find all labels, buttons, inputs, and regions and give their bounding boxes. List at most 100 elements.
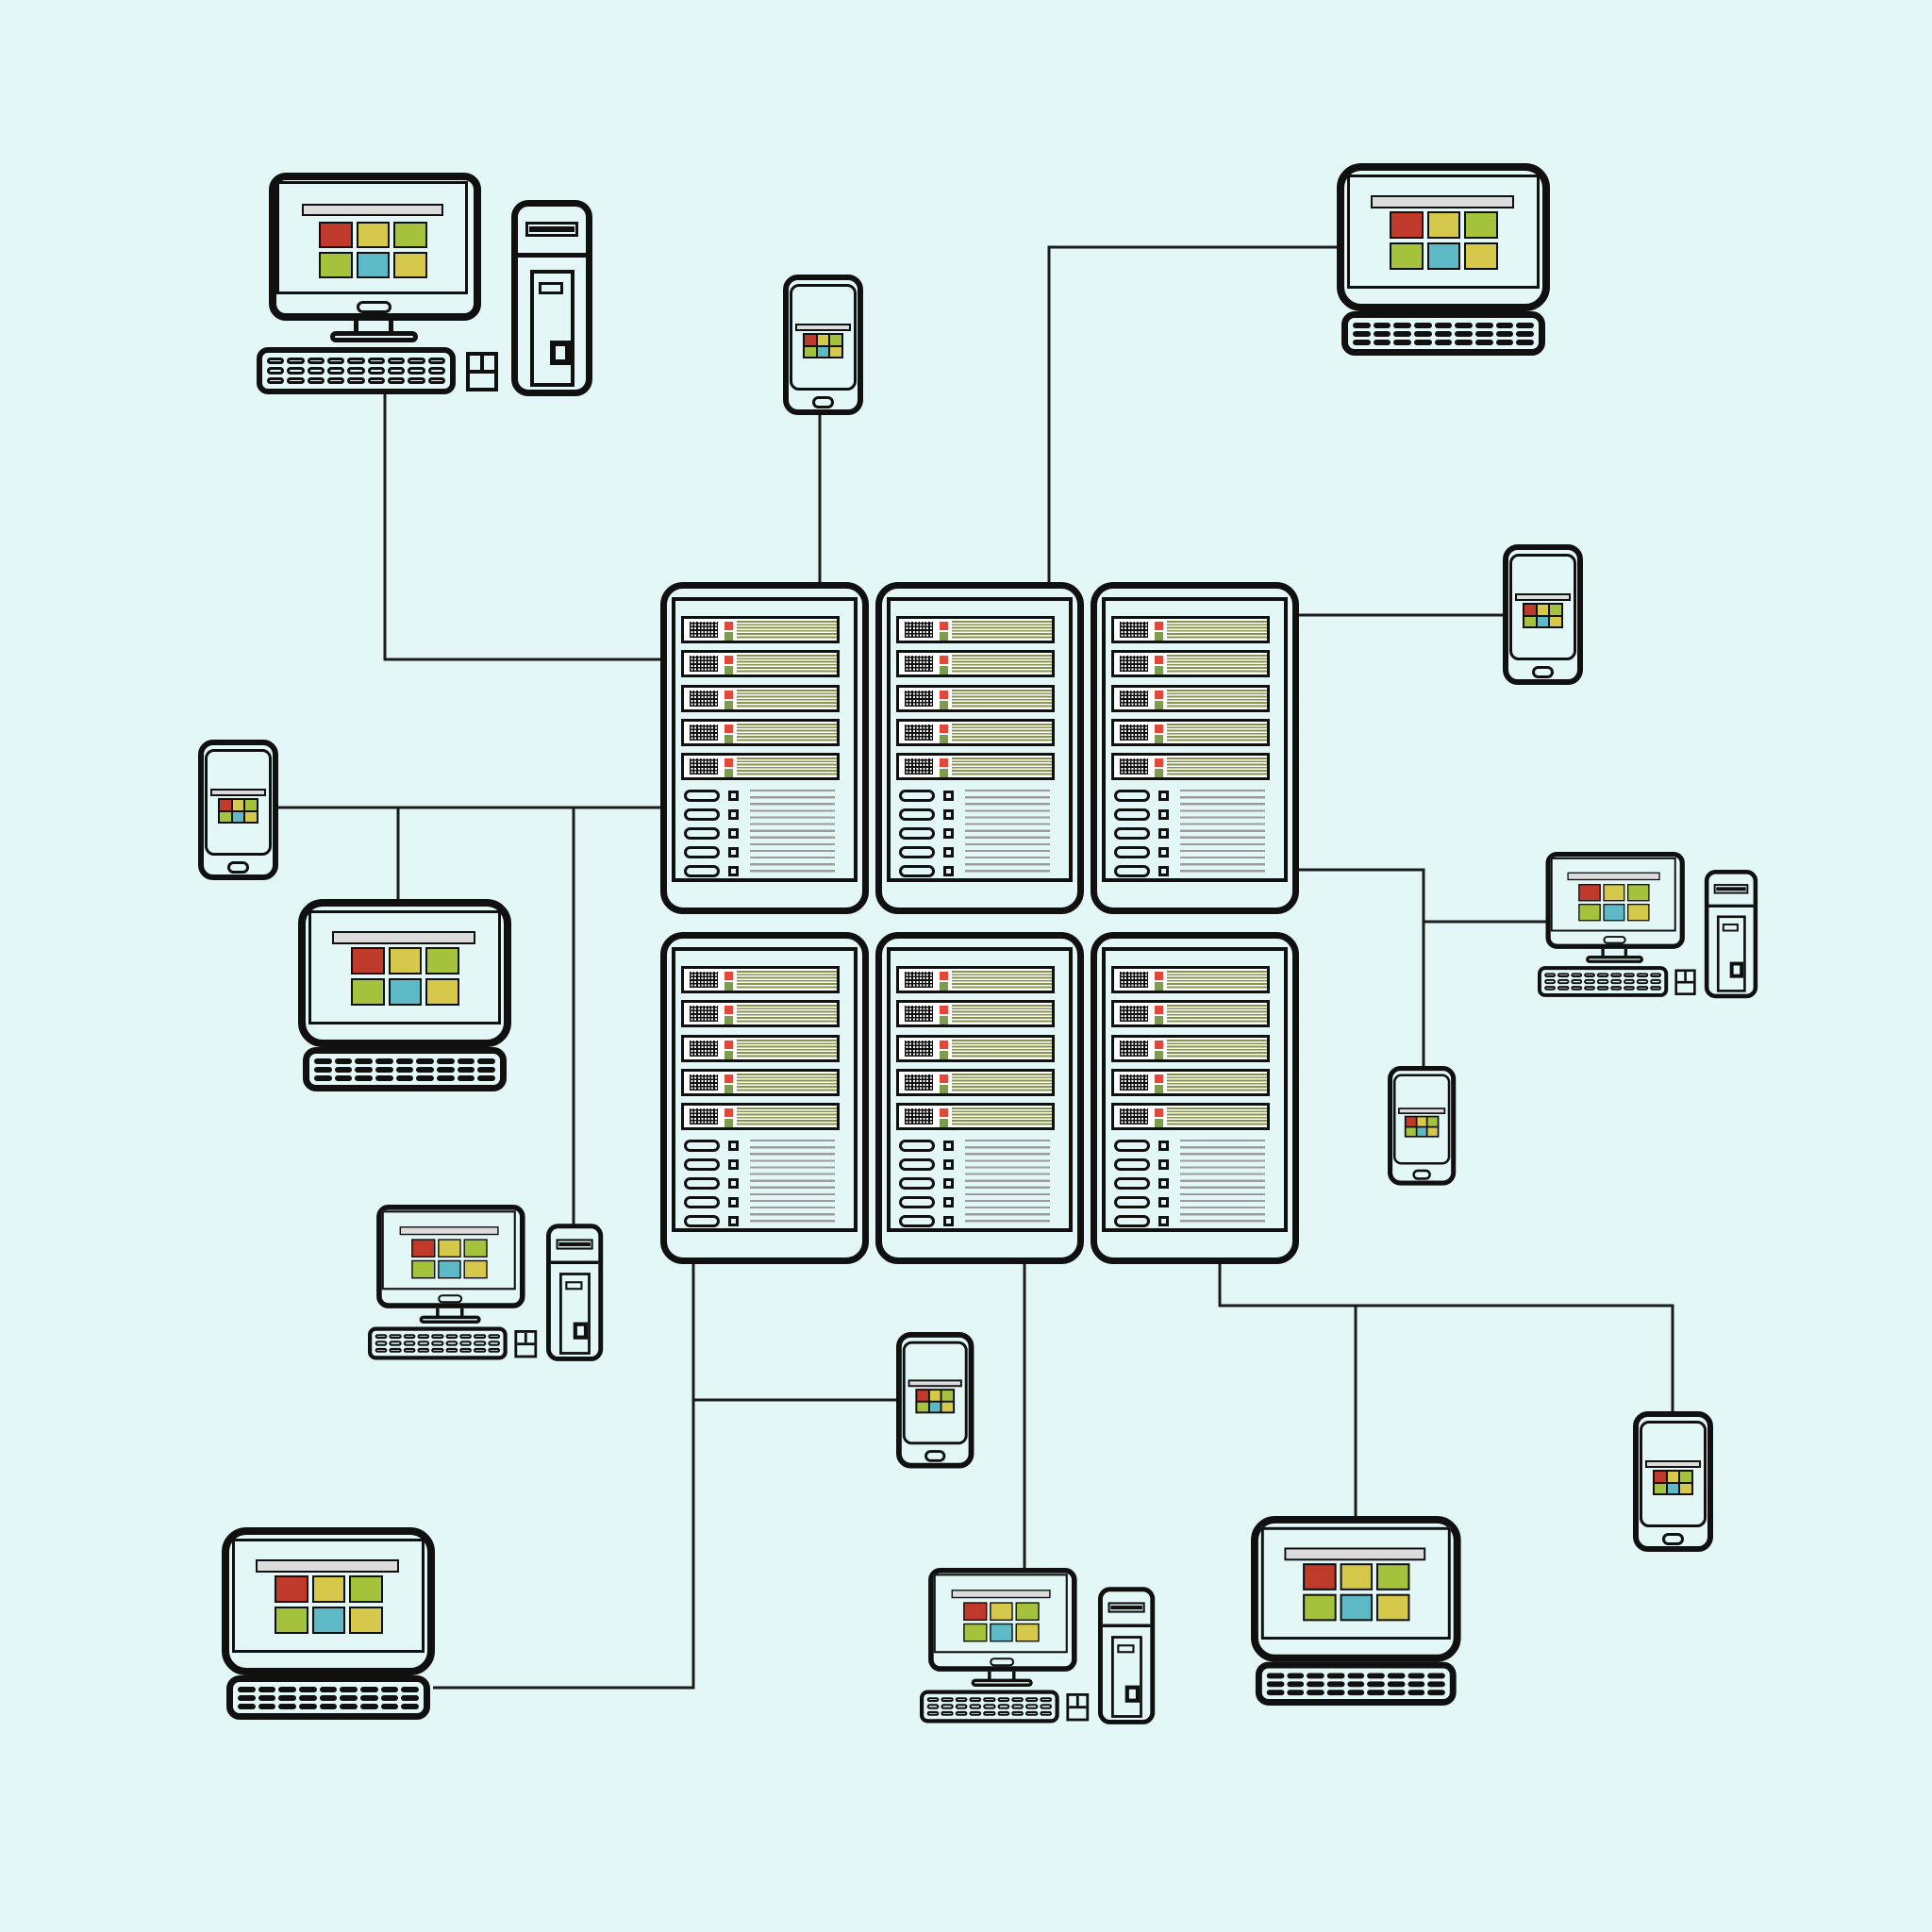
keyboard-key bbox=[367, 367, 385, 375]
keyboard-key bbox=[388, 358, 406, 365]
rack-indicator-circle bbox=[943, 828, 954, 839]
rack-button bbox=[899, 1196, 935, 1208]
server-vent-grid bbox=[690, 1074, 718, 1091]
keyboard-key bbox=[983, 1710, 996, 1716]
tile-green bbox=[1376, 1563, 1410, 1591]
tile-green bbox=[1303, 1593, 1337, 1622]
server-vent-grid bbox=[690, 1108, 718, 1125]
server-stripe-lines bbox=[737, 971, 837, 990]
rack-log-lines bbox=[1180, 1140, 1265, 1226]
rack-indicator-circle bbox=[728, 1197, 739, 1208]
keyboard-key bbox=[375, 1341, 388, 1346]
tile-red bbox=[1578, 884, 1601, 902]
tile-red bbox=[1303, 1563, 1337, 1591]
computer-tower-icon bbox=[546, 1224, 604, 1361]
keyboard-key bbox=[1011, 1710, 1024, 1716]
rack-button bbox=[899, 808, 935, 821]
keyboard-key bbox=[955, 1697, 968, 1703]
mouse-split-vertical bbox=[480, 356, 484, 370]
panel-button bbox=[1722, 923, 1739, 932]
keyboard-key bbox=[1407, 1681, 1425, 1688]
keyboard-key bbox=[1307, 1673, 1324, 1679]
rack-indicator-circle bbox=[1158, 1216, 1169, 1226]
keyboard-key bbox=[445, 1334, 458, 1340]
led-red bbox=[724, 724, 733, 733]
keyboard-key bbox=[367, 376, 385, 384]
led-red bbox=[1155, 1006, 1163, 1015]
tile-yellow bbox=[437, 1239, 461, 1257]
keyboard-key bbox=[278, 1687, 296, 1692]
led-red bbox=[940, 656, 948, 665]
tower-front-panel bbox=[1716, 915, 1747, 992]
server-vent-grid bbox=[905, 622, 933, 638]
tile-yellow bbox=[1667, 1472, 1679, 1482]
tile-yellow bbox=[830, 346, 841, 357]
keyboard-key bbox=[1326, 1673, 1345, 1679]
tile-yellow bbox=[388, 947, 423, 974]
server-stripe-lines bbox=[952, 1005, 1052, 1024]
keyboard-key bbox=[1474, 323, 1493, 328]
server-stripe-lines bbox=[737, 1073, 837, 1092]
keyboard-key bbox=[474, 1334, 487, 1340]
led-green bbox=[1155, 1050, 1163, 1059]
keyboard-key bbox=[1544, 985, 1557, 991]
keyboard-key bbox=[287, 358, 305, 365]
mouse-icon bbox=[1674, 969, 1696, 995]
tile-yellow bbox=[1340, 1563, 1374, 1591]
server-stripe-lines bbox=[1167, 1039, 1267, 1058]
keyboard-key bbox=[258, 1695, 276, 1701]
connection-line-server-rack-4-to-laptop-3 bbox=[433, 1261, 695, 1690]
keyboard-key bbox=[359, 1687, 378, 1692]
app-grid-header bbox=[1515, 593, 1571, 601]
keyboard-key bbox=[1407, 1673, 1425, 1679]
tile-yellow bbox=[989, 1602, 1013, 1621]
keyboard-key bbox=[1516, 331, 1534, 337]
keyboard-key bbox=[1434, 331, 1453, 337]
server-unit bbox=[896, 616, 1055, 643]
keyboard-key bbox=[1307, 1681, 1324, 1688]
led-green bbox=[940, 1084, 948, 1093]
keyboard-key bbox=[408, 376, 425, 384]
keyboard-key bbox=[1367, 1690, 1385, 1696]
tile-yellow bbox=[1427, 1127, 1438, 1136]
led-green bbox=[1155, 700, 1163, 709]
server-stripe-lines bbox=[952, 1108, 1052, 1127]
tile-green bbox=[1464, 211, 1498, 239]
rack-button bbox=[1114, 865, 1150, 877]
server-vent-grid bbox=[1120, 690, 1148, 707]
rack-log-lines bbox=[750, 790, 835, 876]
keyboard-key bbox=[314, 1058, 332, 1064]
phone-home-button bbox=[1532, 666, 1554, 678]
led-red bbox=[940, 724, 948, 733]
server-unit bbox=[896, 1000, 1055, 1028]
led-green bbox=[724, 734, 733, 743]
keyboard-key bbox=[307, 358, 325, 365]
connection-line-desktop-computer-1-to-server-rack-1 bbox=[383, 394, 663, 661]
server-stripe-lines bbox=[737, 1108, 837, 1127]
keyboard-key bbox=[1624, 979, 1636, 984]
keyboard-key bbox=[1413, 340, 1432, 345]
led-red bbox=[1155, 1074, 1163, 1083]
keyboard-key bbox=[1637, 979, 1649, 984]
keyboard-icon bbox=[368, 1326, 508, 1360]
led-green bbox=[1155, 1119, 1163, 1128]
panel-button bbox=[538, 281, 563, 294]
keyboard-key bbox=[1516, 323, 1534, 328]
monitor-stand-right bbox=[460, 1307, 464, 1317]
led-red bbox=[940, 1074, 948, 1083]
keyboard-key bbox=[1516, 340, 1534, 345]
server-vent-grid bbox=[690, 758, 718, 775]
screen-header-bar bbox=[951, 1590, 1051, 1599]
keyboard-key bbox=[258, 1687, 276, 1692]
keyboard-key bbox=[389, 1347, 402, 1353]
keyboard-key bbox=[1495, 340, 1514, 345]
server-stripe-lines bbox=[1167, 621, 1267, 640]
server-vent-grid bbox=[690, 724, 718, 741]
led-red bbox=[724, 1040, 733, 1049]
keyboard-key bbox=[427, 376, 445, 384]
monitor-stand-base bbox=[971, 1678, 1033, 1687]
led-red bbox=[724, 656, 733, 665]
rack-button bbox=[684, 1177, 720, 1190]
